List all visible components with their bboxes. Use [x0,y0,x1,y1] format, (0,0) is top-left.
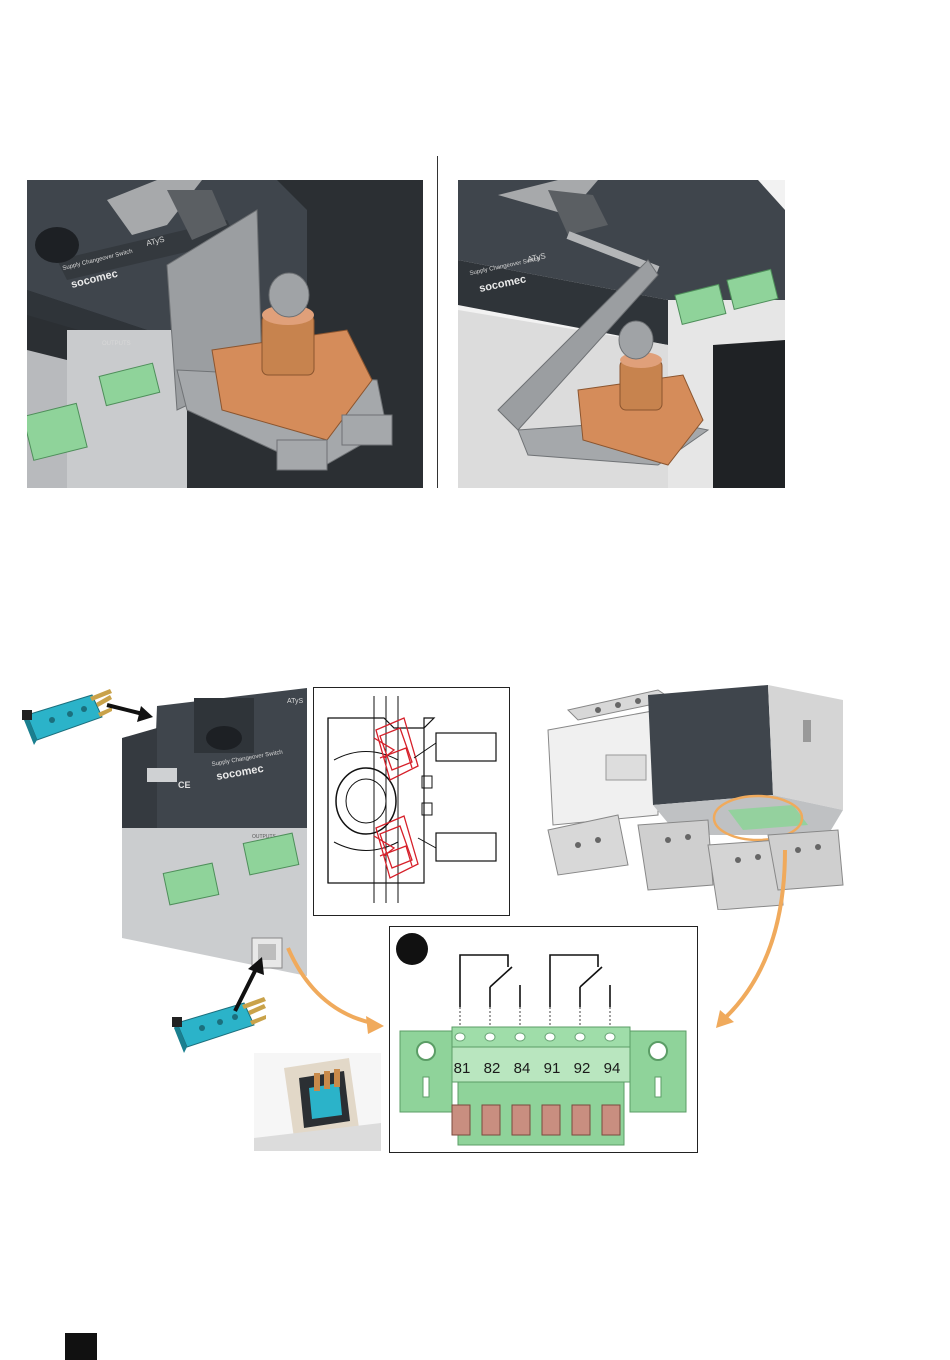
terminal-84: 84 [514,1060,531,1077]
insert-arrow-top [105,700,155,722]
top-right-photo: socomec Supply Changeover Switch ATyS [458,180,785,488]
terminal-94: 94 [604,1060,621,1077]
outputs-label: OUTPUTS [102,341,131,347]
top-left-photo: socomec Supply Changeover Switch ATyS OU… [27,180,423,488]
terminal-81: 81 [454,1060,471,1077]
terminal-92: 92 [574,1060,591,1077]
ce-mark: CE [178,780,191,790]
terminal-91: 91 [544,1060,561,1077]
step-dot [396,933,428,965]
inset-photo [254,1053,381,1151]
vertical-divider [437,156,438,488]
terminal-detail-box: 81 82 84 91 92 94 [389,926,698,1153]
page-corner-marker [65,1333,97,1360]
microswitch-top [22,685,112,750]
terminal-82: 82 [484,1060,501,1077]
product-text: ATyS [287,698,304,705]
insert-arrow-bottom [230,955,270,1015]
